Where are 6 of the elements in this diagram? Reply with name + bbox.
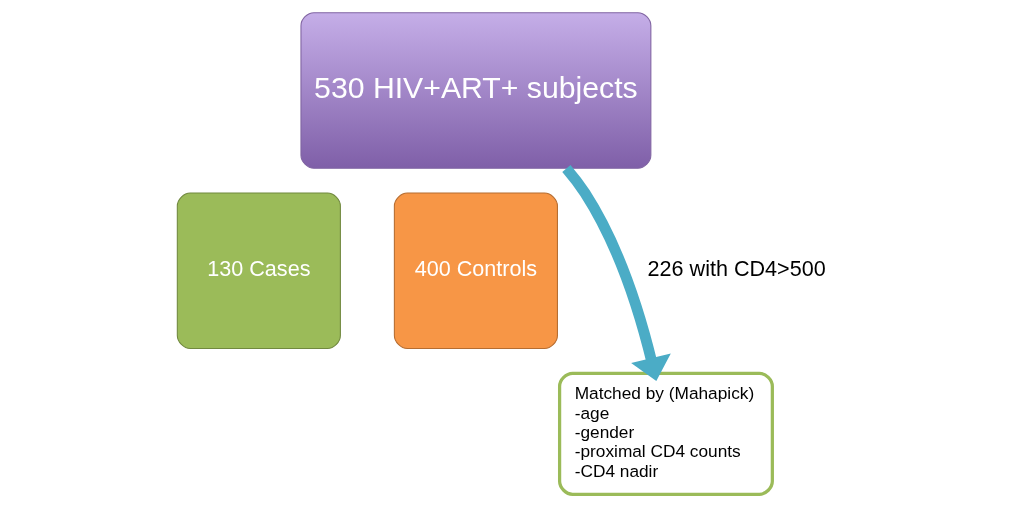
edge-label: 226 with CD4>500 [647,256,826,282]
node-box: 130 Cases [176,192,341,350]
node-box: Matched by (Mahapick) -age -gender -proximal CD4 counts -CD4 nadir [557,371,774,496]
node-box: 530 HIV+ART+ subjects [299,12,651,169]
arrow [561,164,671,381]
node-box: 400 Controls [393,192,558,350]
